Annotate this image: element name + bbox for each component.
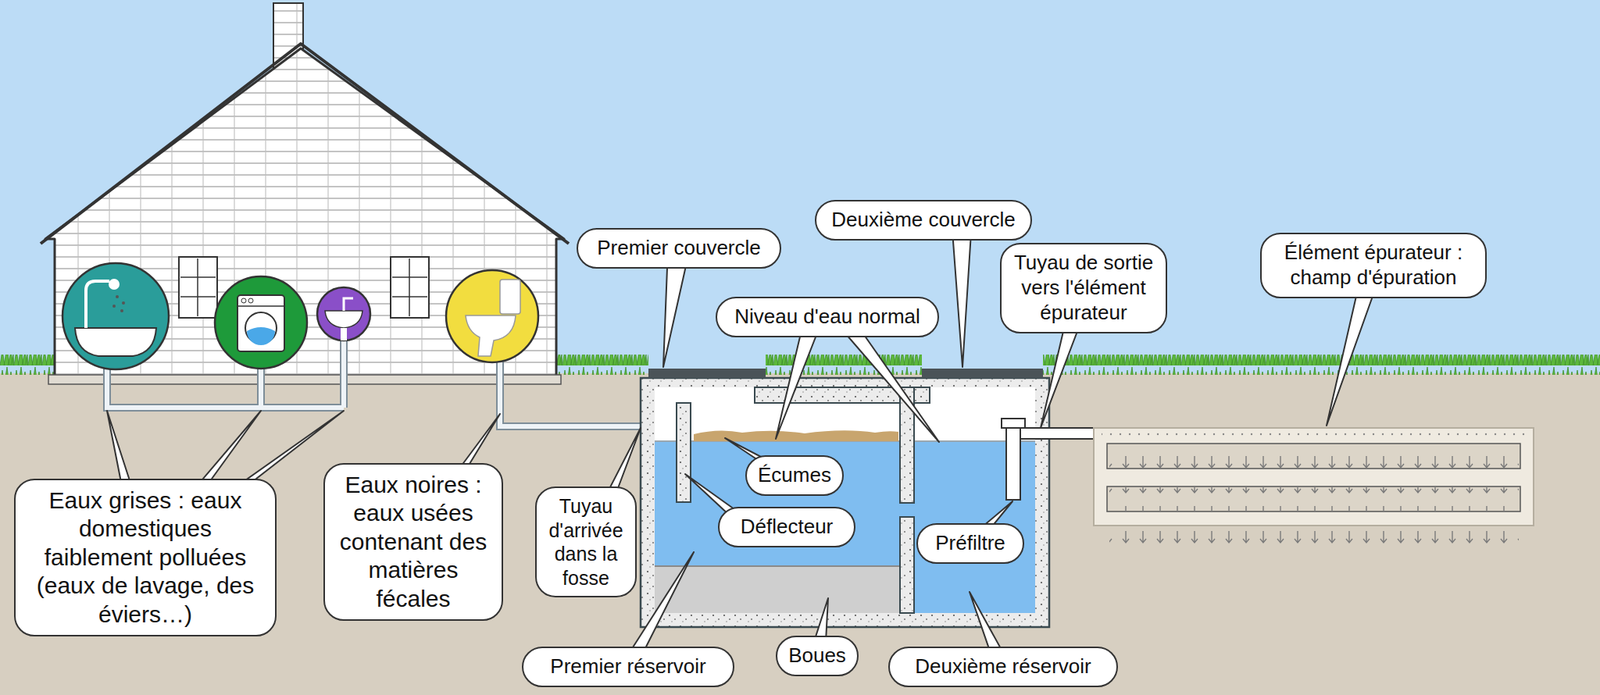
callout-bubble: Premier couvercle: [576, 228, 782, 269]
callout-bubble: Eaux grises : eaux domestiques faiblemen…: [14, 478, 277, 638]
callout-text: Préfiltre: [928, 531, 1012, 557]
callout-text: Déflecteur: [730, 514, 843, 540]
callout-text: Écumes: [757, 463, 832, 489]
callout-text: Tuyau d'arrivée dans la fosse: [541, 494, 631, 590]
callout-text: Élément épurateur : champ d'épuration: [1272, 240, 1475, 290]
callout-bubble: Deuxième couvercle: [814, 200, 1033, 241]
callout-text: Premier réservoir: [534, 654, 722, 680]
callout-bubble: Deuxième réservoir: [888, 646, 1118, 688]
callout-text: Deuxième couvercle: [827, 207, 1020, 233]
callout-bubble: Écumes: [745, 455, 844, 497]
callout-text: Eaux grises : eaux domestiques faiblemen…: [26, 486, 265, 630]
callout-bubble: Premier réservoir: [521, 646, 735, 688]
callout-text: Eaux noires : eaux usées contenant des m…: [335, 471, 491, 615]
callout-bubble: Préfiltre: [916, 523, 1025, 565]
callout-bubble: Boues: [775, 635, 859, 677]
callout-bubble: Eaux noires : eaux usées contenant des m…: [323, 463, 504, 622]
callout-text: Premier couvercle: [589, 235, 769, 261]
callout-bubble: Déflecteur: [717, 507, 856, 548]
callout-text: Boues: [788, 643, 847, 669]
callout-text: Niveau d'eau normal: [728, 304, 927, 330]
callout-text: Tuyau de sortie vers l'élément épurateur: [1012, 250, 1155, 325]
callout-bubble: Élément épurateur : champ d'épuration: [1260, 232, 1487, 298]
callout-bubble: Tuyau d'arrivée dans la fosse: [535, 486, 637, 598]
callout-bubble: Tuyau de sortie vers l'élément épurateur: [1000, 242, 1168, 333]
callout-bubble: Niveau d'eau normal: [715, 296, 940, 338]
callout-text: Deuxième réservoir: [900, 654, 1106, 680]
